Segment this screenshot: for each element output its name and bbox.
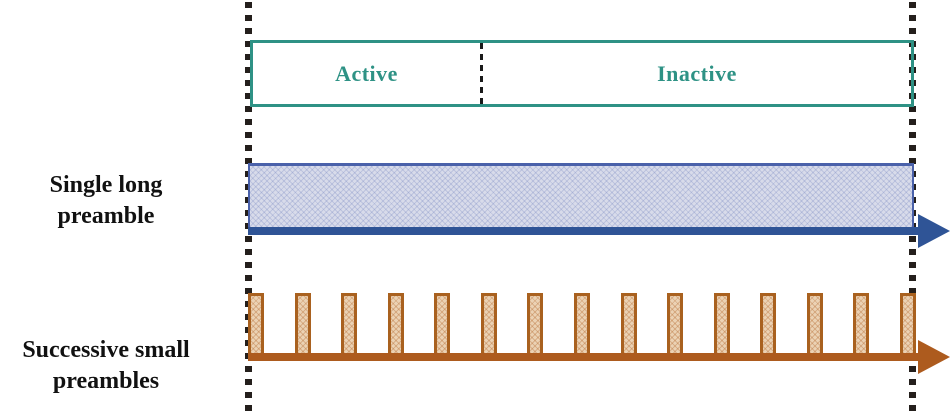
phase-segment-active: Active [253, 43, 480, 104]
arrowhead-blue-icon [918, 214, 950, 248]
preamble-pulse [853, 293, 870, 353]
phase-divider-dashed-line [480, 43, 483, 104]
label-line: preambles [52, 368, 160, 394]
preamble-pulse [900, 293, 916, 353]
time-axis-blue [248, 227, 918, 235]
inactive-label: Inactive [657, 60, 737, 86]
preamble-pulse [806, 293, 823, 353]
preamble-pulse [387, 293, 404, 353]
label-line: preamble [57, 203, 155, 229]
phase-segment-inactive: Inactive [483, 43, 911, 104]
arrowhead-brown-icon [918, 340, 950, 374]
time-axis-brown [248, 353, 918, 361]
preamble-pulse [760, 293, 777, 353]
successive-pulses-group [248, 293, 916, 353]
preamble-pulse [294, 293, 311, 353]
single-long-preamble-label: Single long preamble [0, 170, 212, 232]
phase-box: Active Inactive [250, 40, 914, 107]
preamble-pulse [527, 293, 544, 353]
preamble-pulse [434, 293, 451, 353]
preamble-pulse [248, 293, 264, 353]
single-long-preamble-bar [248, 163, 914, 227]
preamble-pulse [620, 293, 637, 353]
preamble-pulse [480, 293, 497, 353]
label-line: Successive small [22, 337, 190, 363]
active-label: Active [335, 60, 398, 86]
preamble-pulse [713, 293, 730, 353]
label-line: Single long [49, 172, 163, 198]
successive-small-preambles-label: Successive small preambles [0, 335, 212, 397]
preamble-pulse [667, 293, 684, 353]
preamble-pulse [341, 293, 358, 353]
preamble-pulse [574, 293, 590, 353]
